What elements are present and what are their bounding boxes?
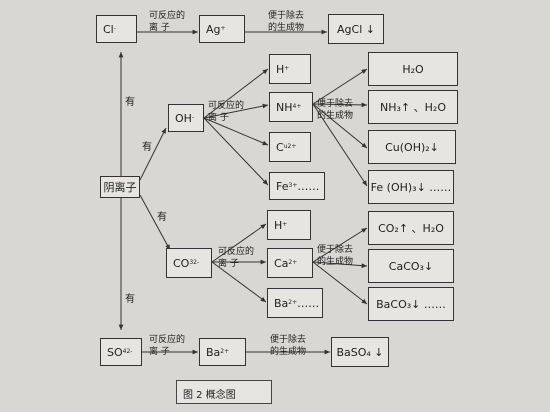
node-ba-mid-ellipsis: …… [297,296,320,310]
node-so4-text: SO [107,345,123,359]
node-cu-subscript: u [283,143,288,150]
label-removable-line1: 便于除去 [270,335,307,345]
node-ba-bottom-charge: 2+ [220,348,230,355]
node-nh4-subscript: 4 [292,103,297,110]
node-ba-mid-text: Ba [274,296,289,310]
node-feoh3: Fe (OH)₃↓ …… [368,170,454,204]
node-so4-charge: 2- [126,348,133,355]
label-removable-line1: 便于除去 [317,245,354,255]
node-fe-charge: 3+ [288,182,298,189]
node-ag-top-charge: + [220,25,226,32]
node-ca-text: Ca [274,256,289,270]
node-fe-ellipsis: …… [297,179,320,193]
figure-caption: 图 2 概念图 [176,380,272,404]
node-cl-text: Cl [103,22,114,36]
node-nh3-text: NH₃↑ 、H₂O [380,100,446,114]
node-nh4-text: NH [276,100,293,114]
label-removable-line1: 便于除去 [317,99,354,109]
label-reactive-line2: 离 子 [208,113,229,123]
node-ba-bottom-text: Ba [206,345,221,359]
label-removable-line2: 的生成物 [317,257,354,267]
label-reactive-ions-bottom: 可反应的 离 子 [149,334,185,358]
node-h2o-text: H₂O [402,62,424,76]
node-cuoh2: Cu(OH)₂↓ [368,130,456,164]
node-h-co3-charge: + [282,221,288,228]
label-reactive-ions-oh: 可反应的 离 子 [208,100,244,124]
node-fe-text: Fe [276,179,289,193]
node-oh: OH- [168,104,204,132]
node-ba-mid-charge: 2+ [288,299,298,306]
label-removable-line2: 的生成物 [317,111,354,121]
label-removable-line2: 的生成物 [270,347,307,357]
node-cu-text: C [276,140,284,154]
label-removable-line1: 便于除去 [268,11,305,21]
node-anion-text: 阴离子 [103,180,137,194]
label-reactive-line2: 离 子 [149,347,170,357]
label-reactive-line1: 可反应的 [208,101,245,111]
label-reactive-ions-top: 可反应的 离 子 [149,10,185,34]
label-you-oh: 有 [142,142,152,153]
node-caco3-text: CaCO₃↓ [388,259,434,273]
node-co3-text: CO [173,256,190,270]
label-removable-products-top: 便于除去 的生成物 [268,10,304,34]
node-h2o: H₂O [368,52,458,86]
node-ag-top: Ag+ [199,15,245,43]
label-you-co3: 有 [157,212,167,223]
label-reactive-line1: 可反应的 [218,247,255,257]
node-nh4-charge: + [296,103,302,110]
node-baco3-text: BaCO₃↓ …… [376,297,446,311]
label-removable-products-bottom: 便于除去 的生成物 [270,334,306,358]
node-agcl: AgCl ↓ [328,14,384,44]
node-co3-charge: 2- [193,259,200,266]
label-reactive-line2: 离 子 [149,23,170,33]
node-cu-charge: 2+ [287,143,297,150]
node-feoh3-text: Fe (OH)₃↓ …… [370,180,452,194]
node-oh-charge: - [191,114,195,121]
label-reactive-line1: 可反应的 [149,335,186,345]
node-oh-text: OH [175,111,192,125]
node-cl-charge: - [113,25,116,32]
node-h-co3: H+ [267,210,311,240]
label-reactive-line2: 离 子 [218,259,239,269]
node-baso4-text: BaSO₄ ↓ [336,345,384,359]
node-cuoh2-text: Cu(OH)₂↓ [385,140,439,154]
label-you-upper: 有 [125,97,135,108]
node-caco3: CaCO₃↓ [368,249,454,283]
node-h-oh-charge: + [284,65,290,72]
node-h-oh-text: H [276,62,285,76]
label-removable-line2: 的生成物 [268,23,305,33]
node-co2-text: CO₂↑ 、H₂O [378,221,444,235]
node-baso4: BaSO₄ ↓ [331,337,389,367]
node-h-oh: H+ [269,54,311,84]
label-reactive-ions-co3: 可反应的 离 子 [218,246,254,270]
node-co3-subscript: 3 [189,259,194,266]
node-h-co3-text: H [274,218,283,232]
label-reactive-line1: 可反应的 [149,11,186,21]
label-you-lower: 有 [125,294,135,305]
label-removable-products-oh: 便于除去 的生成物 [317,98,353,122]
label-removable-products-co3: 便于除去 的生成物 [317,244,353,268]
node-nh3-h2o: NH₃↑ 、H₂O [368,90,458,124]
node-so4-subscript: 4 [122,348,127,355]
node-baco3: BaCO₃↓ …… [368,287,454,321]
node-agcl-text: AgCl ↓ [337,22,375,36]
node-anion: 阴离子 [100,176,140,198]
node-ag-top-text: Ag [206,22,221,36]
node-cl: Cl- [96,15,137,43]
node-ca-charge: 2+ [288,259,298,266]
node-co2-h2o: CO₂↑ 、H₂O [368,211,454,245]
